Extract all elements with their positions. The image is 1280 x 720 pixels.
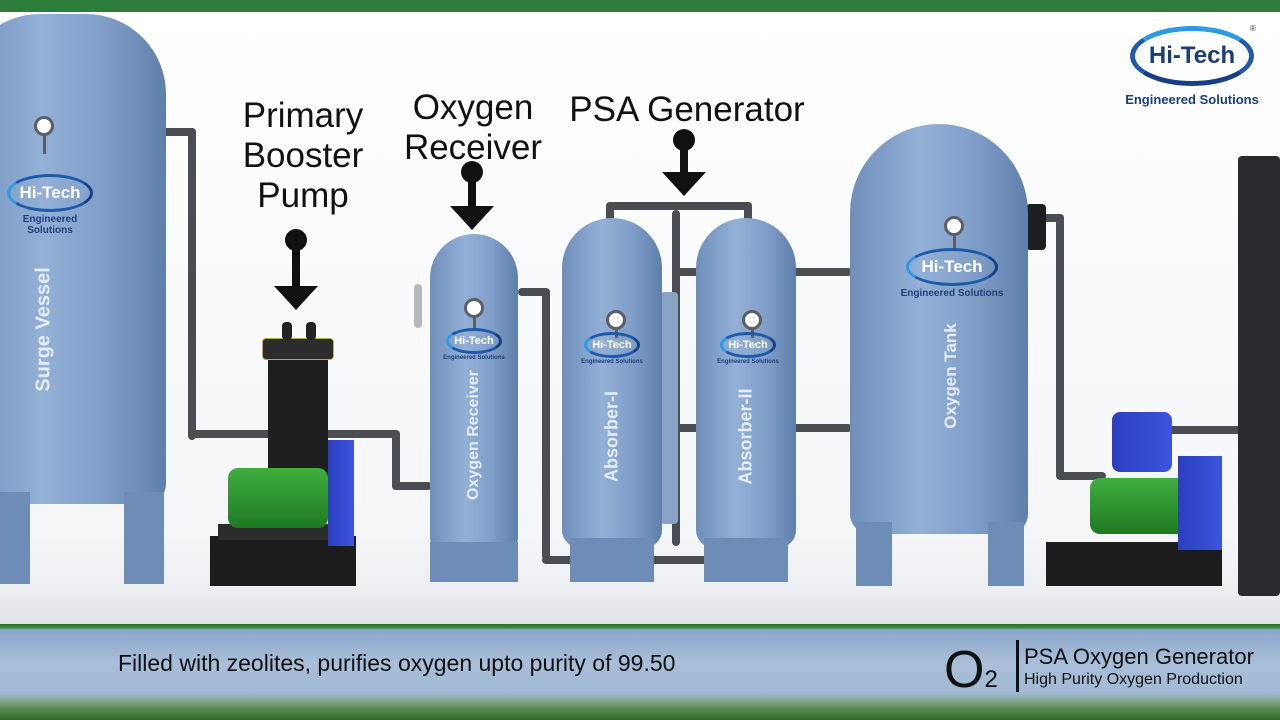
pipe	[392, 482, 432, 490]
pipe	[744, 202, 752, 228]
pipe	[1056, 472, 1106, 480]
oxygen-tank-label: Oxygen Tank	[941, 323, 960, 429]
booster-pump-motor	[228, 468, 328, 528]
pump-guard	[328, 440, 354, 546]
safety-valve	[414, 284, 422, 328]
secondary-pump-guard	[1178, 456, 1222, 550]
absorber-2-vessel	[696, 218, 796, 548]
arrow-down-icon	[274, 229, 318, 310]
badge-divider	[1016, 640, 1019, 692]
oxygen-receiver-brand: Hi-Tech Engineered Solutions	[440, 328, 508, 361]
secondary-pump-head	[1112, 412, 1172, 472]
filter-unit	[1026, 204, 1046, 250]
hi-tech-logo: Hi-Tech Engineered Solutions	[1122, 26, 1262, 107]
pump-block	[268, 344, 328, 490]
absorber-1-brand: Hi-Tech Engineered Solutions	[578, 332, 646, 365]
absorber-1-vessel	[562, 218, 662, 548]
oxygen-receiver-callout: Oxygen Receiver	[403, 88, 543, 167]
oxygen-receiver-label: Oxygen Receiver	[465, 370, 482, 500]
pipe	[1028, 214, 1064, 222]
arrow-down-icon	[450, 161, 494, 230]
pipe	[542, 288, 550, 560]
pipe	[188, 128, 196, 440]
surge-vessel-label: Surge Vessel	[32, 267, 55, 392]
registered-mark: ®	[1250, 24, 1256, 33]
oxygen-tank-vessel	[850, 124, 1028, 534]
pressure-gauge-icon	[34, 116, 54, 136]
pressure-gauge-icon	[742, 310, 762, 330]
pipe	[518, 288, 548, 296]
surge-vessel-brand: Hi-Tech Engineered Solutions	[0, 174, 100, 236]
pressure-gauge-icon	[606, 310, 626, 330]
absorber-1-label: Absorber-I	[601, 391, 622, 483]
pipe	[1056, 214, 1064, 478]
surge-vessel-leg	[0, 492, 30, 584]
pipe	[1150, 426, 1280, 434]
divider-column	[660, 292, 678, 524]
pipe	[392, 430, 400, 490]
pipe	[160, 128, 196, 136]
o2-symbol: O2	[944, 641, 998, 699]
pressure-gauge-icon	[464, 298, 484, 318]
psa-generator-callout: PSA Generator	[569, 90, 805, 129]
oxygen-receiver-vessel	[430, 234, 518, 552]
secondary-pump-motor	[1090, 478, 1190, 534]
pipe	[606, 202, 752, 210]
pipe	[606, 202, 614, 228]
absorber-2-label: Absorber-II	[735, 388, 756, 485]
absorber-2-brand: Hi-Tech Engineered Solutions	[714, 332, 782, 365]
badge-subtitle: High Purity Oxygen Production	[1024, 671, 1243, 688]
oxygen-tank-brand: Hi-Tech Engineered Solutions	[894, 248, 1010, 299]
surge-vessel-leg	[124, 492, 164, 584]
arrow-down-icon	[662, 129, 706, 196]
floor	[0, 592, 1280, 624]
surge-vessel	[0, 14, 166, 504]
badge-title: PSA Oxygen Generator	[1024, 644, 1254, 669]
pressure-gauge-icon	[944, 216, 964, 236]
plant-scene: Hi-Tech Engineered Solutions Surge Vesse…	[0, 12, 1280, 624]
booster-pump-callout: Primary Booster Pump	[242, 96, 364, 215]
side-frame	[1238, 156, 1280, 596]
caption-text: Filled with zeolites, purifies oxygen up…	[118, 650, 676, 676]
top-accent-bar	[0, 0, 1280, 12]
caption-bar	[0, 624, 1280, 720]
